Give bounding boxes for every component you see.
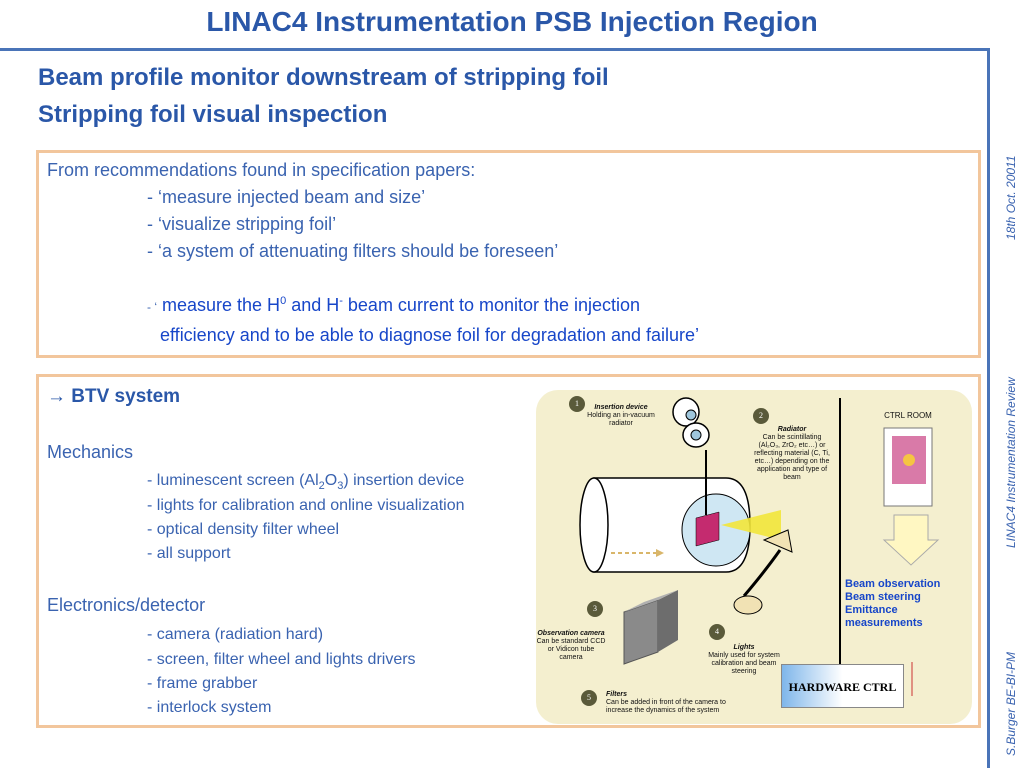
beam-steering-text: Beam steering: [845, 591, 921, 603]
lamp-base-icon: [733, 595, 763, 615]
right-divider: [987, 48, 990, 768]
electronics-item: - screen, filter wheel and lights driver…: [147, 651, 416, 668]
recommendation-efficiency: efficiency and to be able to diagnose fo…: [160, 325, 700, 345]
step-number: 3: [587, 601, 603, 617]
review-text: LINAC4 Instrumentation Review: [1004, 377, 1018, 548]
actuator-eye: [685, 409, 697, 421]
label-title: Observation camera: [537, 630, 605, 637]
sidebar-author: S.Burger BE-BI-PM: [1004, 652, 1018, 756]
recommendations-intro: From recommendations found in specificat…: [47, 160, 476, 180]
diagram-artwork: [536, 390, 972, 724]
beam-info: Beam observation Beam steering Emittance…: [845, 578, 972, 630]
screen-icon: [695, 511, 720, 547]
top-divider: [0, 48, 990, 51]
mechanics-item: - all support: [147, 545, 231, 562]
btv-heading: → BTV system: [47, 386, 181, 407]
subtitle-beam-profile: Beam profile monitor downstream of strip…: [38, 64, 609, 91]
recommendation-item: - ‘a system of attenuating filters shoul…: [147, 241, 559, 261]
line-text: measure the H: [157, 295, 281, 315]
subtitle-stripping-foil: Stripping foil visual inspection: [38, 101, 388, 128]
mechanics-item-screen: - luminescent screen (Al2O3) insertion d…: [147, 472, 464, 492]
light-cone-icon: [721, 510, 781, 540]
text-part: - luminescent screen (Al: [147, 472, 319, 489]
recommendation-beam-current: - ‘ measure the H0 and H- beam current t…: [147, 295, 640, 316]
date-text: 18th Oct. 20011: [1004, 155, 1018, 240]
down-arrow-icon: [882, 514, 940, 566]
camera-side: [658, 590, 678, 652]
step-number: 4: [709, 624, 725, 640]
label-text: Holding an in-vacuum radiator: [587, 412, 655, 427]
label-title: Radiator: [777, 426, 807, 433]
label-title: Insertion device: [594, 404, 648, 411]
label-text: Can be scintillating (Al₂O₃, ZrO₂ etc…) …: [754, 434, 830, 481]
beam-arrow-icon: [656, 549, 664, 557]
slide-title: LINAC4 Instrumentation PSB Injection Reg…: [206, 6, 818, 37]
mechanics-title: Mechanics: [47, 442, 134, 462]
chamber-end-icon: [579, 477, 609, 573]
sidebar-date: 18th Oct. 20011: [1004, 155, 1018, 240]
mechanics-item: - lights for calibration and online visu…: [147, 497, 465, 514]
recommendations-box: From recommendations found in specificat…: [36, 150, 981, 358]
author-text: S.Burger BE-BI-PM: [1004, 651, 1018, 756]
sup-zero: 0: [280, 295, 287, 307]
mechanics-item: - optical density filter wheel: [147, 521, 340, 538]
line-text: and H: [286, 295, 340, 315]
lamp-arm: [742, 549, 782, 597]
actuator-eye: [690, 429, 702, 441]
line-text: beam current to monitor the injection: [342, 295, 641, 315]
label-title: Lights: [733, 644, 755, 651]
camera-top: [624, 590, 678, 612]
beam-spot-icon: [903, 454, 915, 466]
electronics-item: - camera (radiation hard): [147, 626, 324, 643]
label-text: Can be standard CCD or Vidicon tube came…: [536, 638, 606, 661]
step-number: 1: [569, 396, 585, 412]
ctrl-room-label: CTRL ROOM: [884, 411, 932, 420]
hardware-ctrl-box: HARDWARE CTRL: [781, 664, 904, 708]
text-part: O: [324, 472, 338, 489]
electronics-title: Electronics/detector: [47, 595, 206, 615]
label-title: Filters: [606, 691, 628, 698]
label-text: Can be added in front of the camera to i…: [606, 699, 726, 714]
sidebar-review: LINAC4 Instrumentation Review: [1004, 377, 1018, 548]
lamp-head-icon: [762, 529, 793, 553]
line-prefix: - ‘: [147, 300, 157, 314]
electronics-item: - interlock system: [147, 699, 272, 716]
text-part: ) insertion device: [343, 472, 465, 489]
sub-three: 3: [337, 480, 344, 493]
recommendation-item: - ‘visualize stripping foil’: [147, 214, 337, 234]
recommendation-item: - ‘measure injected beam and size’: [147, 187, 426, 207]
sup-minus: -: [339, 295, 343, 307]
step-number: 2: [753, 408, 769, 424]
beam-observation-text: Beam observation: [845, 578, 941, 590]
emittance-text: Emittance measurements: [845, 604, 923, 629]
electronics-item: - frame grabber: [147, 675, 258, 692]
sub-two: 2: [318, 480, 325, 493]
label-text: Mainly used for system calibration and b…: [708, 652, 780, 675]
step-number: 5: [581, 690, 597, 706]
